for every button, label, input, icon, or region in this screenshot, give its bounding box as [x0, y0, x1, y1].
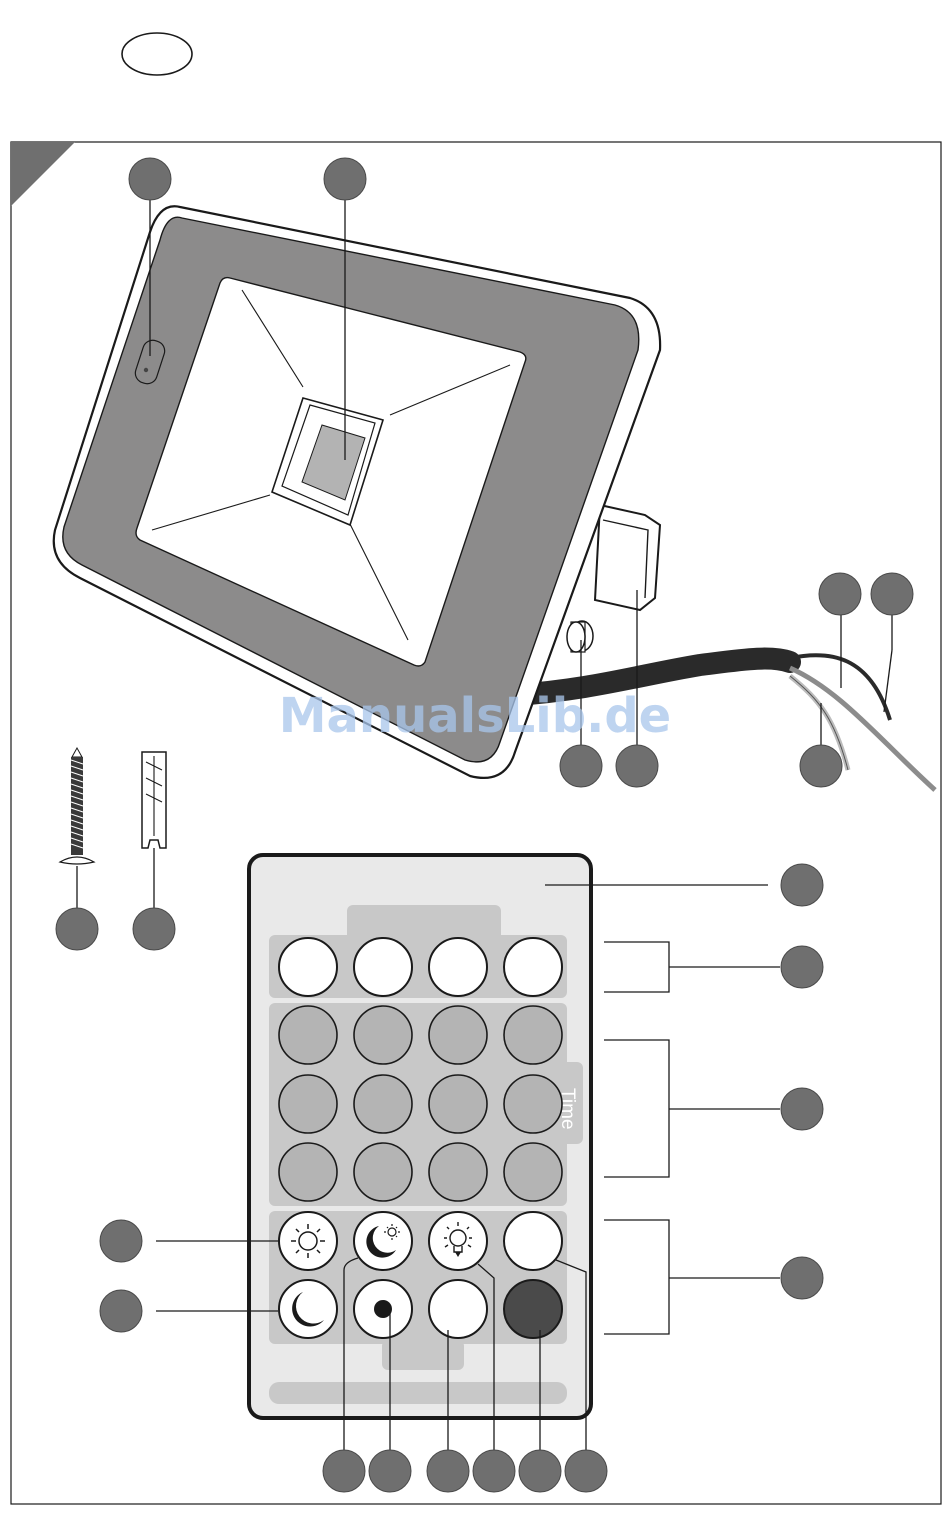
- remote-button[interactable]: [429, 1143, 487, 1201]
- callout-marker: [819, 573, 861, 615]
- callout-marker: [324, 158, 366, 200]
- mode-button-4[interactable]: [504, 1212, 562, 1270]
- corner-triangle: [11, 142, 75, 206]
- remote-button[interactable]: [279, 1075, 337, 1133]
- callout-marker: [129, 158, 171, 200]
- remote-button[interactable]: [504, 1143, 562, 1201]
- watermark: ManualsLib.de: [279, 688, 671, 744]
- remote-button[interactable]: [504, 1075, 562, 1133]
- moon-button[interactable]: [279, 1280, 337, 1338]
- callout-marker: [781, 864, 823, 906]
- remote-button[interactable]: [279, 1006, 337, 1064]
- wall-plug-icon: [142, 752, 166, 910]
- callout-marker: [133, 908, 175, 950]
- remote-button[interactable]: [429, 1006, 487, 1064]
- remote-button[interactable]: [504, 1006, 562, 1064]
- callout-marker: [427, 1450, 469, 1492]
- night-day-button[interactable]: [354, 1212, 412, 1270]
- remote-button[interactable]: [504, 938, 562, 996]
- callout-marker: [781, 1088, 823, 1130]
- callout-marker: [56, 908, 98, 950]
- remote-button[interactable]: [354, 1075, 412, 1133]
- remote-button[interactable]: [354, 938, 412, 996]
- callout-marker: [781, 946, 823, 988]
- callout-marker: [800, 745, 842, 787]
- callout-marker: [871, 573, 913, 615]
- mode-button-7[interactable]: [429, 1280, 487, 1338]
- callout-marker: [100, 1220, 142, 1262]
- remote-button[interactable]: [429, 938, 487, 996]
- pivot-screw: [567, 621, 593, 652]
- callout-marker: [519, 1450, 561, 1492]
- callout-marker: [616, 745, 658, 787]
- language-code-oval: [122, 33, 192, 75]
- screw-icon: [60, 748, 94, 910]
- dot-icon: [374, 1300, 392, 1318]
- callout-marker: [369, 1450, 411, 1492]
- bulb-button[interactable]: [429, 1212, 487, 1270]
- callout-marker: [323, 1450, 365, 1492]
- remote-button[interactable]: [354, 1006, 412, 1064]
- callout-marker: [781, 1257, 823, 1299]
- dark-button[interactable]: [504, 1280, 562, 1338]
- dot-button[interactable]: [354, 1280, 412, 1338]
- sun-button[interactable]: [279, 1212, 337, 1270]
- remote-button[interactable]: [354, 1143, 412, 1201]
- callout-marker: [560, 745, 602, 787]
- remote-button[interactable]: [279, 1143, 337, 1201]
- callout-marker: [565, 1450, 607, 1492]
- remote-button[interactable]: [429, 1075, 487, 1133]
- remote-button[interactable]: [279, 938, 337, 996]
- bottom-strip: [269, 1382, 567, 1404]
- callout-marker: [473, 1450, 515, 1492]
- callout-marker: [100, 1290, 142, 1332]
